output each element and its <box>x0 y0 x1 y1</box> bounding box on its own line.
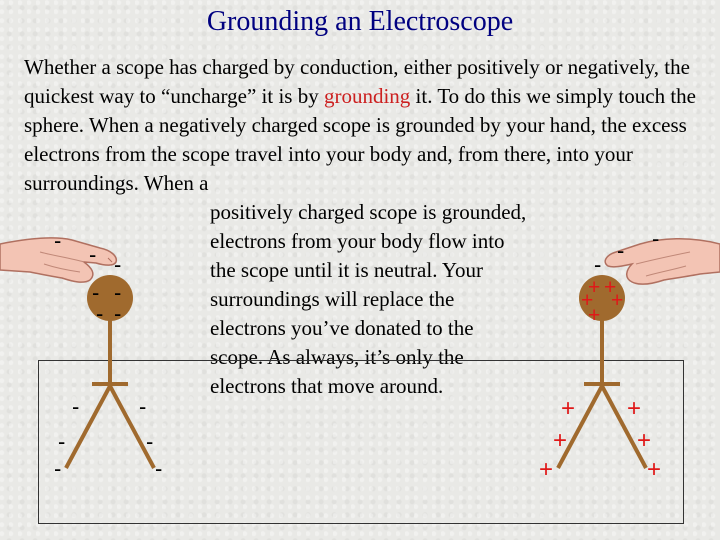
positive-scope-explanation: positively charged scope is grounded, el… <box>210 200 527 398</box>
left-hand-sign-3: - <box>114 252 121 277</box>
left-leaf-sign-4: - <box>146 429 153 454</box>
right-electroscope: + + + + + + + + + + + <box>539 275 661 483</box>
right-leaf-sign-1: + <box>561 395 575 422</box>
left-scope-sphere <box>87 275 133 321</box>
right-hand-icon: - - - <box>594 226 720 285</box>
right-hand-sign-3: - <box>652 226 659 251</box>
left-leaf-sign-1: - <box>72 394 79 419</box>
right-leaf-sign-3: + <box>553 427 567 454</box>
right-leaf-sign-2: + <box>627 395 641 422</box>
right-leaf-sign-5: + <box>539 456 553 483</box>
right-leaf-sign-6: + <box>647 456 661 483</box>
left-hand-icon: - - - <box>0 228 121 283</box>
grounding-term: grounding <box>323 84 411 108</box>
right-sphere-sign-3: + <box>581 289 593 312</box>
right-sphere-sign-5: + <box>588 304 600 327</box>
right-scope-leaf-left <box>556 385 604 469</box>
page-title: Grounding an Electroscope <box>206 6 514 37</box>
left-scope-leaf-right <box>108 385 156 469</box>
right-hand-sign-2: - <box>617 238 624 263</box>
left-sphere-sign-2: - <box>114 280 121 305</box>
left-sphere-sign-3: - <box>96 301 103 326</box>
intro-paragraph: Whether a scope has charged by conductio… <box>24 53 714 198</box>
right-leaf-sign-4: + <box>637 427 651 454</box>
paragraph-rest: it. To do this we simply touch the spher… <box>24 84 696 195</box>
right-sphere-sign-4: + <box>611 289 623 312</box>
right-sphere-sign-1: + <box>588 276 600 299</box>
left-scope-leaf-left <box>64 385 112 469</box>
left-sphere-sign-4: - <box>114 301 121 326</box>
left-electroscope: - - - - - - - - - - <box>54 275 162 481</box>
right-hand-sign-1: - <box>594 252 601 277</box>
right-scope-leaf-right <box>600 385 648 469</box>
paragraph-lead: Whether a scope has charged by conductio… <box>24 55 690 108</box>
left-leaf-sign-5: - <box>54 456 61 481</box>
left-leaf-sign-2: - <box>139 394 146 419</box>
right-sphere-sign-2: + <box>604 276 616 299</box>
diagram-frame <box>38 360 684 524</box>
left-sphere-sign-1: - <box>92 280 99 305</box>
left-hand-sign-2: - <box>89 242 96 267</box>
left-leaf-sign-3: - <box>58 429 65 454</box>
left-leaf-sign-6: - <box>155 456 162 481</box>
right-scope-sphere <box>579 275 625 321</box>
left-hand-sign-1: - <box>54 228 61 253</box>
